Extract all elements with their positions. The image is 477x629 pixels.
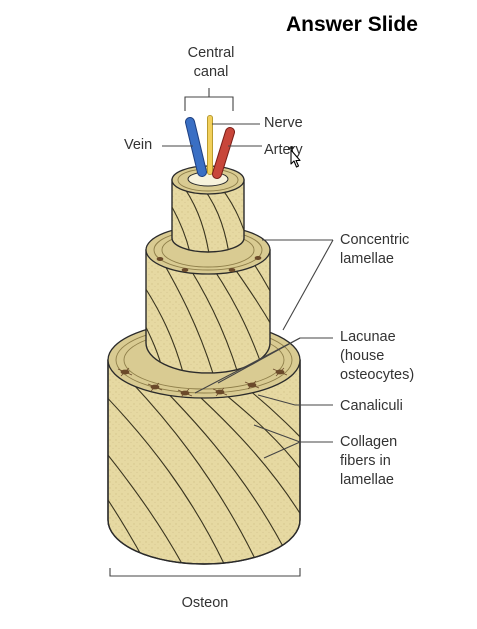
nerve-label: Nerve: [264, 115, 303, 131]
osteon-bracket: [109, 568, 301, 577]
central-canal-label: Central canal: [176, 44, 246, 82]
central-canal-label-line2: canal: [193, 64, 229, 80]
canaliculi-label: Canaliculi: [340, 398, 403, 414]
concentric-label-line2: lamellae: [340, 251, 394, 267]
lacunae-middle-ring: [156, 256, 262, 272]
leader-lines: [109, 88, 334, 577]
artery-vessel: [213, 128, 234, 178]
mouse-pointer-icon: [288, 146, 301, 168]
vein-label: Vein: [124, 137, 153, 153]
concentric-label-line1: Concentric: [340, 232, 410, 248]
osteon-label: Osteon: [181, 595, 229, 611]
lacunae-label-line2: (house: [340, 348, 385, 364]
collagen-fibers-label: Collagen fibers in lamellae: [340, 433, 397, 490]
vein-vessel: [186, 118, 206, 176]
lacunae-label-line3: osteocytes): [340, 367, 415, 383]
concentric-lamellae-label: Concentric lamellae: [340, 231, 409, 269]
collagen-label-line2: fibers in: [340, 453, 391, 469]
central-canal-label-line1: Central: [187, 45, 235, 61]
lacunae-label-line1: Lacunae: [340, 329, 396, 345]
central-canal-bracket: [184, 96, 234, 111]
collagen-label-line3: lamellae: [340, 472, 394, 488]
collagen-label-line1: Collagen: [340, 434, 398, 450]
canaliculi-leader: [257, 394, 333, 406]
slide-title: Answer Slide: [286, 13, 418, 36]
lacunae-label: Lacunae (house osteocytes): [340, 328, 414, 385]
central-canal-vessels: [185, 115, 235, 179]
lacunae-outer-ring: [117, 367, 288, 398]
